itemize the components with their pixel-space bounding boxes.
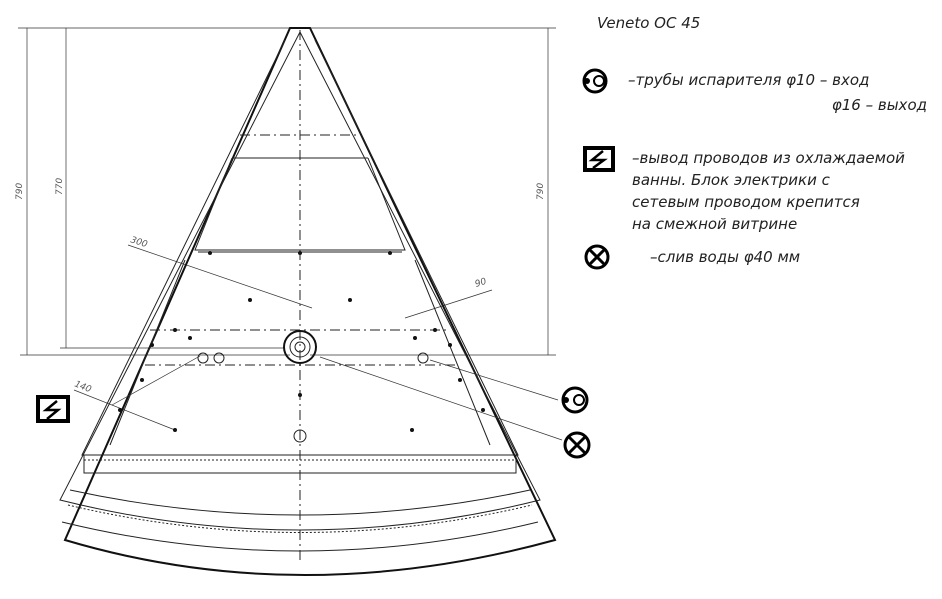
legend-electrical-line-3: сетевым проводом крепится	[632, 193, 860, 211]
evaporator-pipe-icon	[582, 68, 608, 94]
leader-drain	[319, 356, 563, 441]
dimension-lines	[18, 27, 556, 431]
dim-140: 140	[73, 380, 93, 396]
dim-790-right: 790	[536, 183, 546, 200]
leader-electrical	[111, 355, 201, 406]
legend-electrical-line-2: ванны. Блок электрики с	[632, 171, 831, 189]
water-drain-icon	[584, 244, 610, 270]
legend-electrical-line-1: –вывод проводов из охлаждаемой	[632, 149, 905, 167]
leader-pipe	[429, 359, 559, 401]
legend-drain-line: –слив воды φ40 мм	[650, 248, 800, 266]
electrical-outlet-icon	[36, 395, 70, 423]
electrical-outlet-icon	[583, 146, 615, 172]
legend-pipe-line-1: –трубы испарителя φ10 – вход	[628, 71, 869, 89]
evaporator-pipe-icon	[561, 386, 589, 414]
mounting-holes	[118, 251, 485, 432]
showcase-outline	[59, 27, 557, 576]
dim-790-left: 790	[15, 183, 25, 200]
dim-300: 300	[129, 235, 149, 250]
drawing-title: Veneto OC 45	[597, 14, 700, 32]
drain-fitting	[197, 330, 429, 443]
dim-90: 90	[474, 277, 488, 290]
water-drain-icon	[563, 431, 591, 459]
legend-pipe-line-2: φ16 – выход	[832, 96, 927, 114]
dim-770: 770	[55, 178, 65, 195]
legend-electrical-line-4: на смежной витрине	[632, 215, 797, 233]
